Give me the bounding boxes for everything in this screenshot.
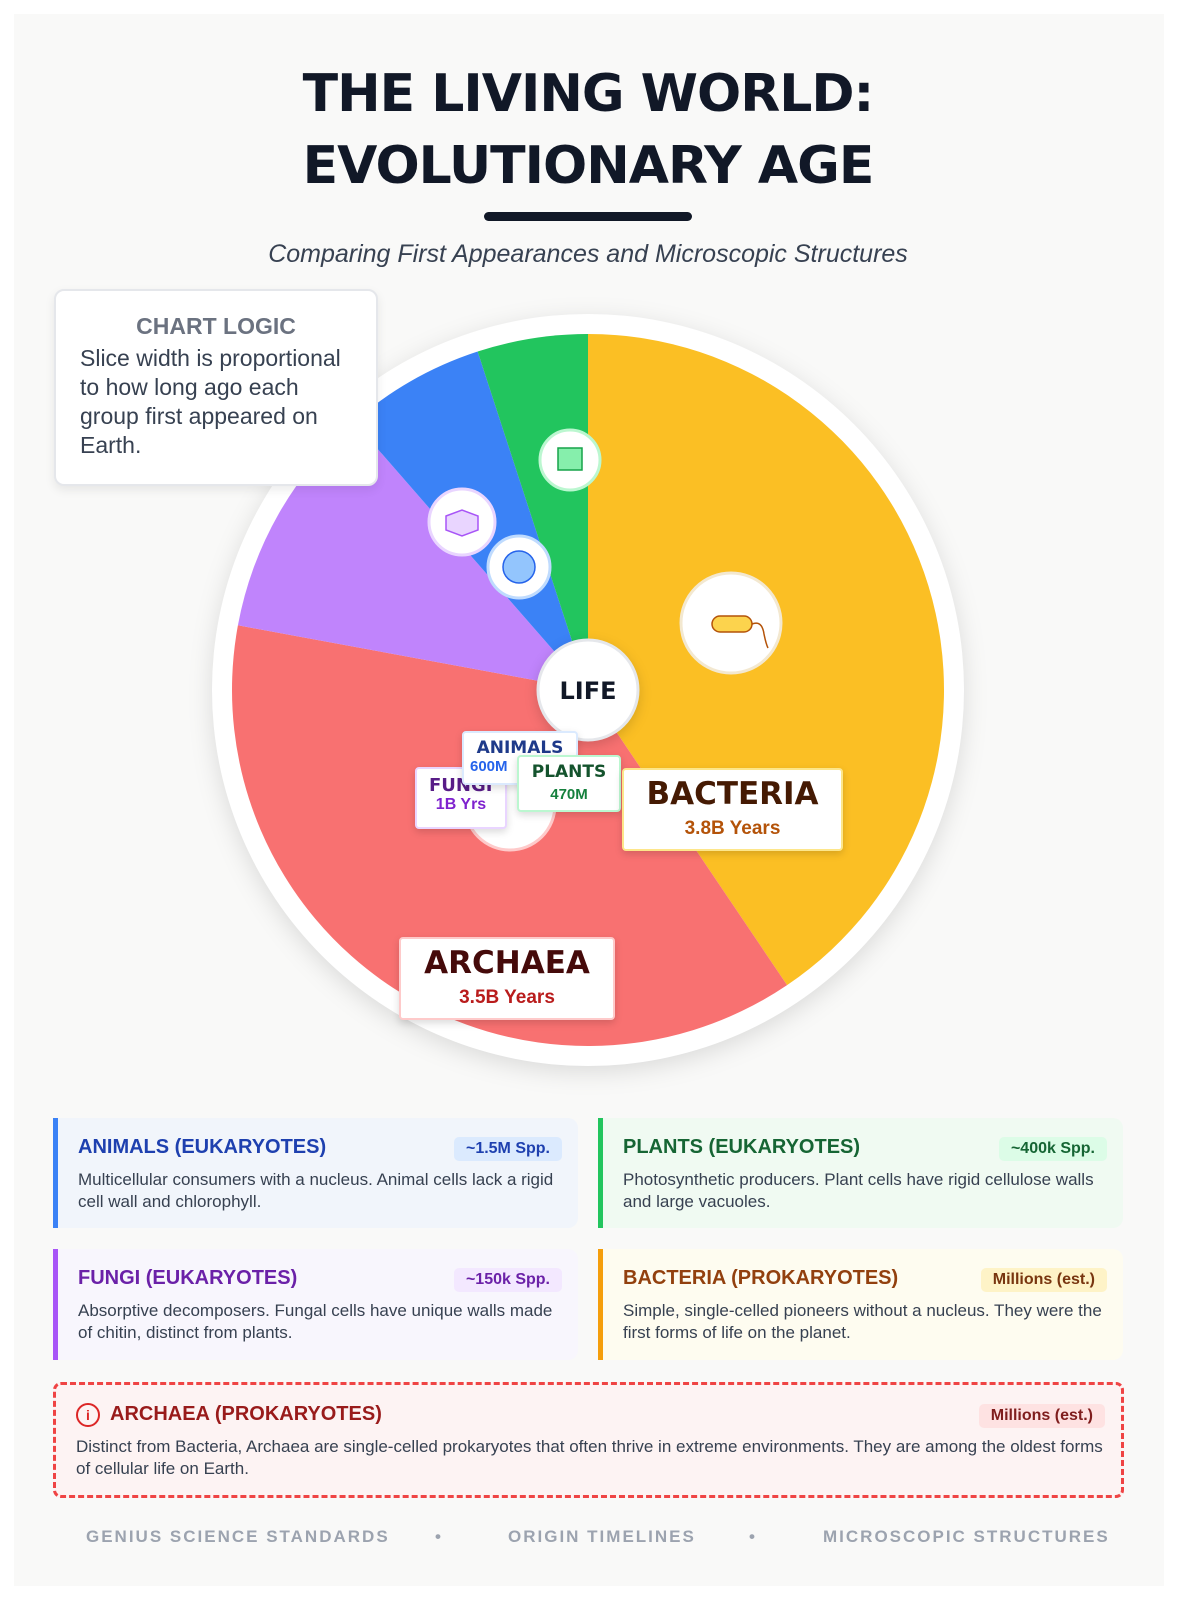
card-fungi: FUNGI (EUKARYOTES) ~150k Spp. Absorptive… [53,1249,578,1360]
label-plants: PLANTS 470M [517,755,621,812]
pie-slice-plants [477,334,588,690]
footer-dot: • [749,1527,757,1546]
fungi-cell-icon [427,487,497,557]
pie-slice-fungi [237,421,588,690]
chart-logic-heading: CHART LOGIC [136,313,296,339]
chart-logic-text: Slice width is proportional to how long … [80,345,341,458]
card-text: Photosynthetic producers. Plant cells ha… [623,1170,1094,1211]
footer-item: GENIUS SCIENCE STANDARDS [86,1527,390,1546]
plants-cell-icon [538,428,602,492]
species-badge: Millions (est.) [978,1404,1105,1428]
card-title: FUNGI (EUKARYOTES) [78,1267,298,1289]
card-plants: PLANTS (EUKARYOTES) ~400k Spp. Photosynt… [598,1118,1123,1228]
center-life-hub: LIFE [536,638,640,742]
page-title: THE LIVING WORLD:EVOLUTIONARY AGE [302,64,875,196]
species-badge: ~150k Spp. [453,1268,562,1292]
card-text: Multicellular consumers with a nucleus. … [78,1170,554,1211]
pie-chart: LIFE [231,334,945,1046]
animals-cell-icon [486,534,552,600]
card-title: ANIMALS (EUKARYOTES) [78,1136,327,1158]
card-archaea: i ARCHAEA (PROKARYOTES) Millions (est.) D… [53,1382,1124,1498]
species-badge: ~400k Spp. [998,1137,1107,1161]
footer-item: ORIGIN TIMELINES [508,1527,696,1546]
label-fungi: FUNGI 1B Yrs [415,767,507,829]
info-icon: i [76,1403,100,1427]
title-divider [484,212,692,221]
card-title: ARCHAEA (PROKARYOTES) [110,1403,382,1425]
bacteria-cell-icon [679,571,783,675]
card-text: Absorptive decomposers. Fungal cells hav… [78,1301,553,1342]
chart-logic-box: CHART LOGIC Slice width is proportional … [54,289,378,486]
footer-item: MICROSCOPIC STRUCTURES [823,1527,1110,1546]
species-badge: Millions (est.) [980,1268,1107,1292]
card-animals: ANIMALS (EUKARYOTES) ~1.5M Spp. Multicel… [53,1118,578,1228]
footer-dot: • [435,1527,443,1546]
card-text: Simple, single-celled pioneers without a… [623,1301,1102,1342]
card-title: BACTERIA (PROKARYOTES) [623,1267,899,1289]
label-archaea: ARCHAEA 3.5B Years [399,937,615,1020]
species-badge: ~1.5M Spp. [453,1137,562,1161]
card-text: Distinct from Bacteria, Archaea are sing… [76,1437,1103,1478]
label-bacteria: BACTERIA 3.8B Years [622,768,843,851]
subtitle: Comparing First Appearances and Microsco… [268,240,908,268]
card-title: PLANTS (EUKARYOTES) [623,1136,861,1158]
card-bacteria: BACTERIA (PROKARYOTES) Millions (est.) S… [598,1249,1123,1360]
center-label: LIFE [559,677,616,705]
